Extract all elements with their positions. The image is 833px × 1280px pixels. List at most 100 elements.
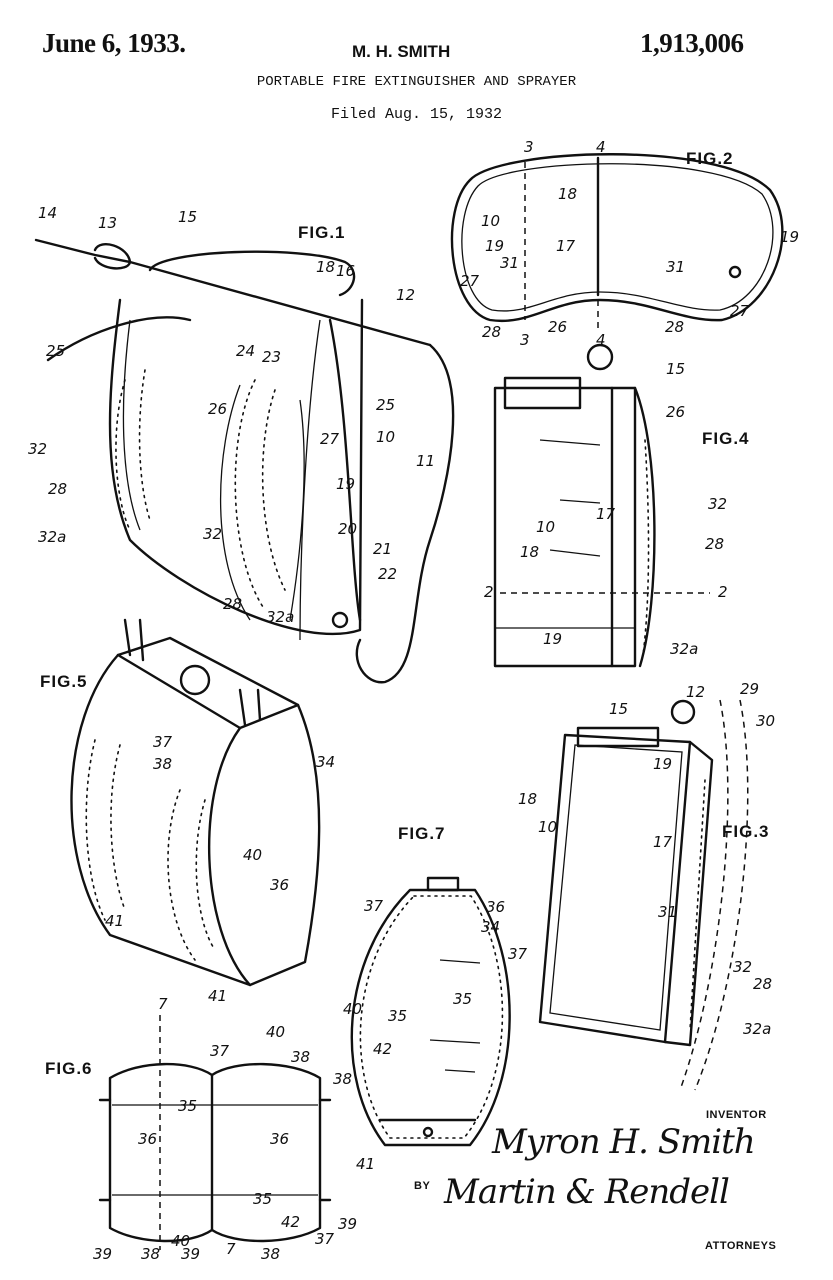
reference-numeral: 27 xyxy=(730,302,750,320)
reference-numeral: 15 xyxy=(609,700,628,718)
reference-numeral: 17 xyxy=(596,505,616,523)
reference-numeral: 29 xyxy=(740,680,759,698)
reference-numeral: 35 xyxy=(253,1190,272,1208)
reference-numeral: 18 xyxy=(558,185,577,203)
reference-numeral: 34 xyxy=(481,918,500,936)
reference-numeral: 4 xyxy=(596,138,606,156)
reference-numeral: 36 xyxy=(270,876,289,894)
reference-numeral: 28 xyxy=(753,975,772,993)
fig1-strap xyxy=(46,316,192,362)
reference-numeral: 40 xyxy=(343,1000,362,1018)
reference-numeral: 41 xyxy=(105,912,124,930)
reference-numeral: 19 xyxy=(543,630,562,648)
reference-numeral: 38 xyxy=(261,1245,280,1263)
reference-numeral: 17 xyxy=(556,237,576,255)
reference-numeral: 40 xyxy=(243,846,262,864)
reference-numeral: 2 xyxy=(484,583,494,601)
fig4-drawing xyxy=(493,343,710,668)
reference-numeral: 16 xyxy=(336,262,355,280)
reference-numeral: 12 xyxy=(396,286,415,304)
reference-numeral: 37 xyxy=(315,1230,335,1248)
reference-numeral: 31 xyxy=(500,254,519,272)
reference-numeral: 3 xyxy=(520,331,530,349)
reference-numeral: 14 xyxy=(38,204,57,222)
reference-numeral: 32 xyxy=(733,958,752,976)
reference-numeral: 10 xyxy=(376,428,395,446)
reference-numeral: 32 xyxy=(708,495,727,513)
fig1-hose xyxy=(355,343,455,684)
reference-numeral: 22 xyxy=(378,565,397,583)
reference-numeral: 35 xyxy=(178,1097,197,1115)
reference-numeral: 41 xyxy=(356,1155,375,1173)
reference-numeral: 19 xyxy=(780,228,799,246)
reference-numeral: 37 xyxy=(153,733,173,751)
reference-numeral: 42 xyxy=(281,1213,300,1231)
reference-numeral: 11 xyxy=(416,452,435,470)
fig5-drawing xyxy=(70,618,321,987)
reference-numeral: 39 xyxy=(93,1245,112,1263)
reference-numeral: 2 xyxy=(718,583,728,601)
reference-numeral: 19 xyxy=(485,237,504,255)
reference-numeral: 24 xyxy=(236,342,255,360)
reference-numeral: 18 xyxy=(518,790,537,808)
reference-numeral: 25 xyxy=(376,396,395,414)
reference-numeral: 28 xyxy=(705,535,724,553)
reference-numeral: 10 xyxy=(538,818,557,836)
reference-numeral: 38 xyxy=(291,1048,310,1066)
reference-numeral: 32 xyxy=(28,440,47,458)
reference-numeral: 32 xyxy=(203,525,222,543)
reference-numeral: 28 xyxy=(665,318,684,336)
reference-numeral: 35 xyxy=(453,990,472,1008)
reference-numeral: 36 xyxy=(270,1130,289,1148)
attorneys-label: ATTORNEYS xyxy=(705,1240,777,1252)
reference-numeral: 10 xyxy=(536,518,555,536)
inventor-name: M. H. SMITH xyxy=(352,42,451,61)
attorneys-signature: Martin & Rendell xyxy=(444,1172,730,1212)
reference-numeral: 32a xyxy=(670,640,698,658)
reference-numeral: 37 xyxy=(210,1042,230,1060)
figure-title: FIG.6 xyxy=(45,1059,93,1078)
reference-numeral: 10 xyxy=(481,212,500,230)
reference-numeral: 15 xyxy=(666,360,685,378)
reference-numeral: 38 xyxy=(141,1245,160,1263)
reference-numeral: 25 xyxy=(46,342,65,360)
reference-numeral: 7 xyxy=(226,1240,236,1258)
reference-numeral: 28 xyxy=(223,595,242,613)
reference-numeral: 4 xyxy=(596,331,606,349)
reference-numeral: 37 xyxy=(364,897,384,915)
reference-numeral: 31 xyxy=(666,258,685,276)
reference-numeral: 18 xyxy=(316,258,335,276)
reference-numeral: 28 xyxy=(48,480,67,498)
fig1-nozzle-pipe xyxy=(34,238,432,347)
reference-numeral: 20 xyxy=(338,520,357,538)
reference-numeral: 32a xyxy=(266,608,294,626)
reference-numeral: 13 xyxy=(98,214,117,232)
reference-numeral: 18 xyxy=(520,543,539,561)
figure-title: FIG.2 xyxy=(686,149,734,168)
reference-numeral: 26 xyxy=(208,400,227,418)
reference-numeral: 34 xyxy=(316,753,335,771)
fig6-drawing xyxy=(98,1015,332,1250)
figure-title: FIG.4 xyxy=(702,429,750,448)
reference-numeral: 19 xyxy=(336,475,355,493)
reference-numeral: 40 xyxy=(266,1023,285,1041)
fig7-drawing xyxy=(350,876,511,1147)
by-label: BY xyxy=(414,1180,431,1192)
reference-numeral: 21 xyxy=(373,540,392,558)
reference-numeral: 26 xyxy=(666,403,685,421)
reference-numeral: 12 xyxy=(686,683,705,701)
reference-numeral: 26 xyxy=(548,318,567,336)
figure-title: FIG.3 xyxy=(722,822,770,841)
reference-numeral: 39 xyxy=(181,1245,200,1263)
reference-numeral: 36 xyxy=(138,1130,157,1148)
figure-title: FIG.7 xyxy=(398,824,446,843)
reference-numeral: 3 xyxy=(524,138,534,156)
reference-numeral: 35 xyxy=(388,1007,407,1025)
patent-date: June 6, 1933. xyxy=(42,28,186,58)
reference-numeral: 27 xyxy=(320,430,340,448)
reference-numeral: 38 xyxy=(153,755,172,773)
figure-title: FIG.5 xyxy=(40,672,88,691)
reference-numeral: 41 xyxy=(208,987,227,1005)
reference-numeral: 17 xyxy=(653,833,673,851)
